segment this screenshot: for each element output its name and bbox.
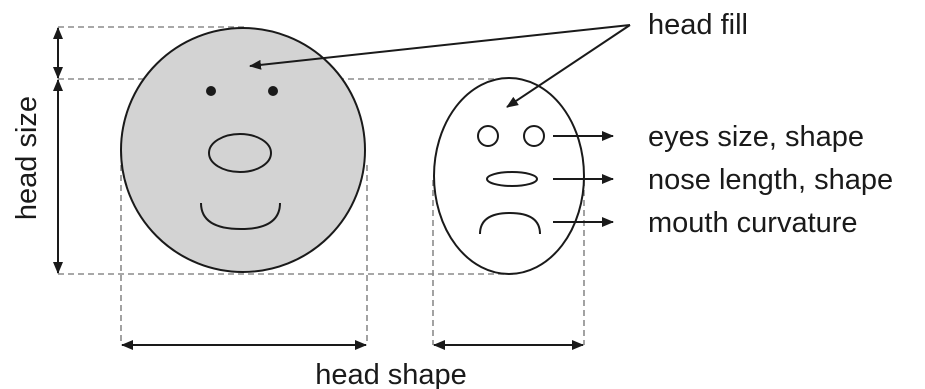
guide-lines xyxy=(58,26,585,345)
small-face-nose xyxy=(486,171,538,187)
large-face-nose xyxy=(208,133,272,173)
small-face-head xyxy=(433,77,585,275)
label-head-size: head size xyxy=(11,96,43,220)
large-face-right-eye xyxy=(268,86,278,96)
large-face-head xyxy=(120,27,366,273)
head-fill-arrow-large-face xyxy=(249,24,631,70)
label-head-fill: head fill xyxy=(648,9,748,41)
large-face xyxy=(120,27,366,273)
label-head-shape: head shape xyxy=(315,359,467,389)
feature-pointers xyxy=(553,131,614,227)
label-mouth: mouth curvature xyxy=(648,207,858,239)
small-face-mouth xyxy=(479,211,541,235)
large-face-mouth xyxy=(200,202,281,231)
small-face xyxy=(433,77,585,275)
large-face-left-eye xyxy=(206,86,216,96)
label-nose: nose length, shape xyxy=(648,164,893,196)
head-fill-pointers xyxy=(249,24,631,108)
head-fill-arrow-small-face xyxy=(506,24,631,108)
label-eyes: eyes size, shape xyxy=(648,121,864,153)
small-face-right-eye xyxy=(523,125,545,147)
small-face-left-eye xyxy=(477,125,499,147)
